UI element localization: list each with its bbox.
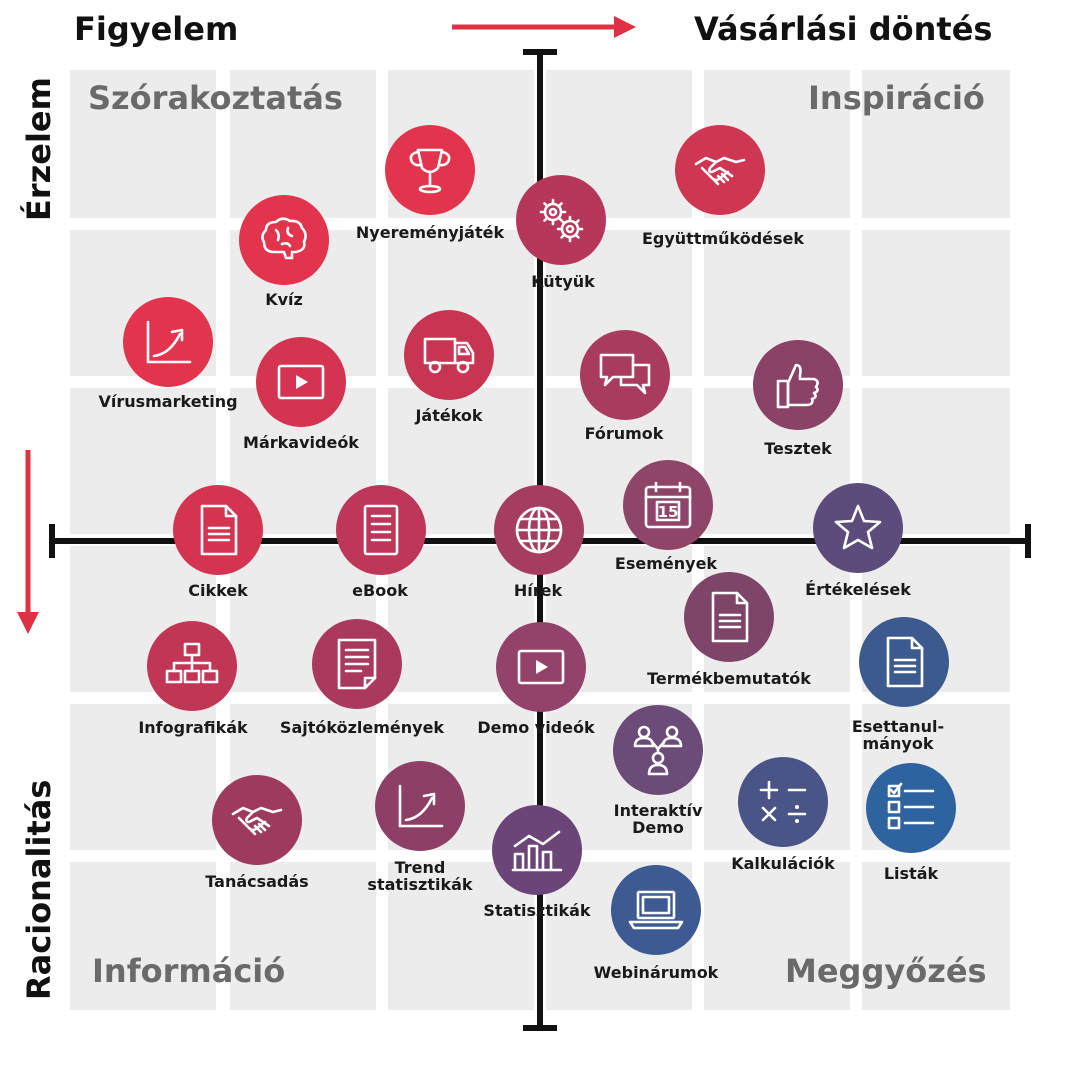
node-circle [123, 297, 213, 387]
calendar-icon: 15 [640, 477, 696, 533]
node-label: Statisztikák [483, 901, 591, 920]
handshake-icon [229, 792, 285, 848]
video-play-icon [273, 354, 329, 410]
node-label: Vírusmarketing [98, 392, 238, 411]
node-label: Cikkek [188, 581, 248, 600]
node-circle [375, 761, 465, 851]
handshake-icon [692, 142, 748, 198]
node-label: Interaktív Demo [613, 801, 703, 837]
grid-cell [70, 704, 216, 850]
node-circle [516, 175, 606, 265]
node-circle: 15 [623, 460, 713, 550]
grid-cell [70, 862, 216, 1010]
header-vasarlasi-dontes: Vásárlási döntés [694, 10, 993, 48]
grid-cell [388, 862, 534, 1010]
grid-cell [704, 862, 850, 1010]
node-label: Tesztek [764, 439, 832, 458]
node-label: Demo videók [477, 718, 595, 737]
node-circle [492, 805, 582, 895]
globe-icon [511, 502, 567, 558]
node-label: Kvíz [265, 290, 303, 309]
header-figyelem: Figyelem [74, 10, 239, 48]
node-circle [813, 483, 903, 573]
node-label: Sajtóközlemények [279, 718, 445, 737]
label-erzelem: Érzelem [20, 77, 58, 221]
ebook-icon [353, 502, 409, 558]
node-circle [675, 125, 765, 215]
star-icon [830, 500, 886, 556]
node-circle [496, 622, 586, 712]
node-circle [866, 763, 956, 853]
checklist-icon [883, 780, 939, 836]
node-circle [404, 310, 494, 400]
document-icon [701, 589, 757, 645]
growth-chart-icon [392, 778, 448, 834]
chat-bubbles-icon [597, 347, 653, 403]
grid-cell [230, 70, 376, 218]
node-circle [753, 340, 843, 430]
quadrant-informacio: Információ [92, 952, 286, 990]
node-circle [312, 619, 402, 709]
node-label: Hírek [513, 581, 563, 600]
node-label: Együttműködések [641, 229, 805, 248]
video-play-icon [513, 639, 569, 695]
quadrant-meggyozes: Meggyőzés [785, 952, 987, 990]
node-circle [859, 617, 949, 707]
node-label: Esettanul- mányok [851, 717, 945, 753]
org-chart-icon [164, 638, 220, 694]
grid-cell [70, 70, 216, 218]
quadrant-szorakoztatas: Szórakoztatás [88, 79, 343, 117]
node-label: Trend statisztikák [367, 858, 473, 894]
growth-chart-icon [140, 314, 196, 370]
bar-trend-icon [509, 822, 565, 878]
red-arrow-right-head [614, 16, 636, 38]
node-label: Kalkulációk [731, 854, 835, 873]
node-label: Nyereményjáték [355, 223, 505, 242]
quadrant-inspiracio: Inspiráció [808, 79, 985, 117]
node-label: Termékbemutatók [647, 669, 811, 688]
node-circle [239, 195, 329, 285]
node-circle [611, 865, 701, 955]
node-label: Fórumok [584, 424, 664, 443]
node-circle [336, 485, 426, 575]
node-circle [580, 330, 670, 420]
node-label: Értékelések [805, 580, 911, 599]
gears-icon [533, 192, 589, 248]
grid-cell [862, 70, 1010, 218]
node-circle [256, 337, 346, 427]
node-circle [613, 705, 703, 795]
node-label: Események [614, 554, 718, 573]
brain-icon [256, 212, 312, 268]
node-circle [212, 775, 302, 865]
label-racionalitas: Racionalitás [20, 779, 58, 1000]
grid-cell [862, 230, 1010, 376]
grid-cell [230, 862, 376, 1010]
node-label: Márkavideók [243, 433, 359, 452]
node-circle [385, 125, 475, 215]
press-release-icon [329, 636, 385, 692]
node-circle [738, 757, 828, 847]
red-arrow-down-head [17, 612, 39, 634]
truck-icon [421, 327, 477, 383]
node-circle [684, 572, 774, 662]
calculator-icon [755, 774, 811, 830]
svg-text:15: 15 [658, 503, 679, 521]
node-circle [494, 485, 584, 575]
node-label: eBook [352, 581, 408, 600]
thumbs-up-icon [770, 357, 826, 413]
node-label: Játékok [415, 406, 483, 425]
node-label: Webinárumok [593, 963, 719, 982]
node-circle [173, 485, 263, 575]
node-label: Listák [883, 864, 939, 883]
document-icon [190, 502, 246, 558]
grid-cell [862, 862, 1010, 1010]
trophy-icon [402, 142, 458, 198]
people-network-icon [630, 722, 686, 778]
document-icon [876, 634, 932, 690]
node-label: Kütyük [531, 272, 595, 291]
node-label: Tanácsadás [205, 872, 309, 891]
laptop-icon [628, 882, 684, 938]
node-circle [147, 621, 237, 711]
node-label: Infografikák [138, 718, 248, 737]
